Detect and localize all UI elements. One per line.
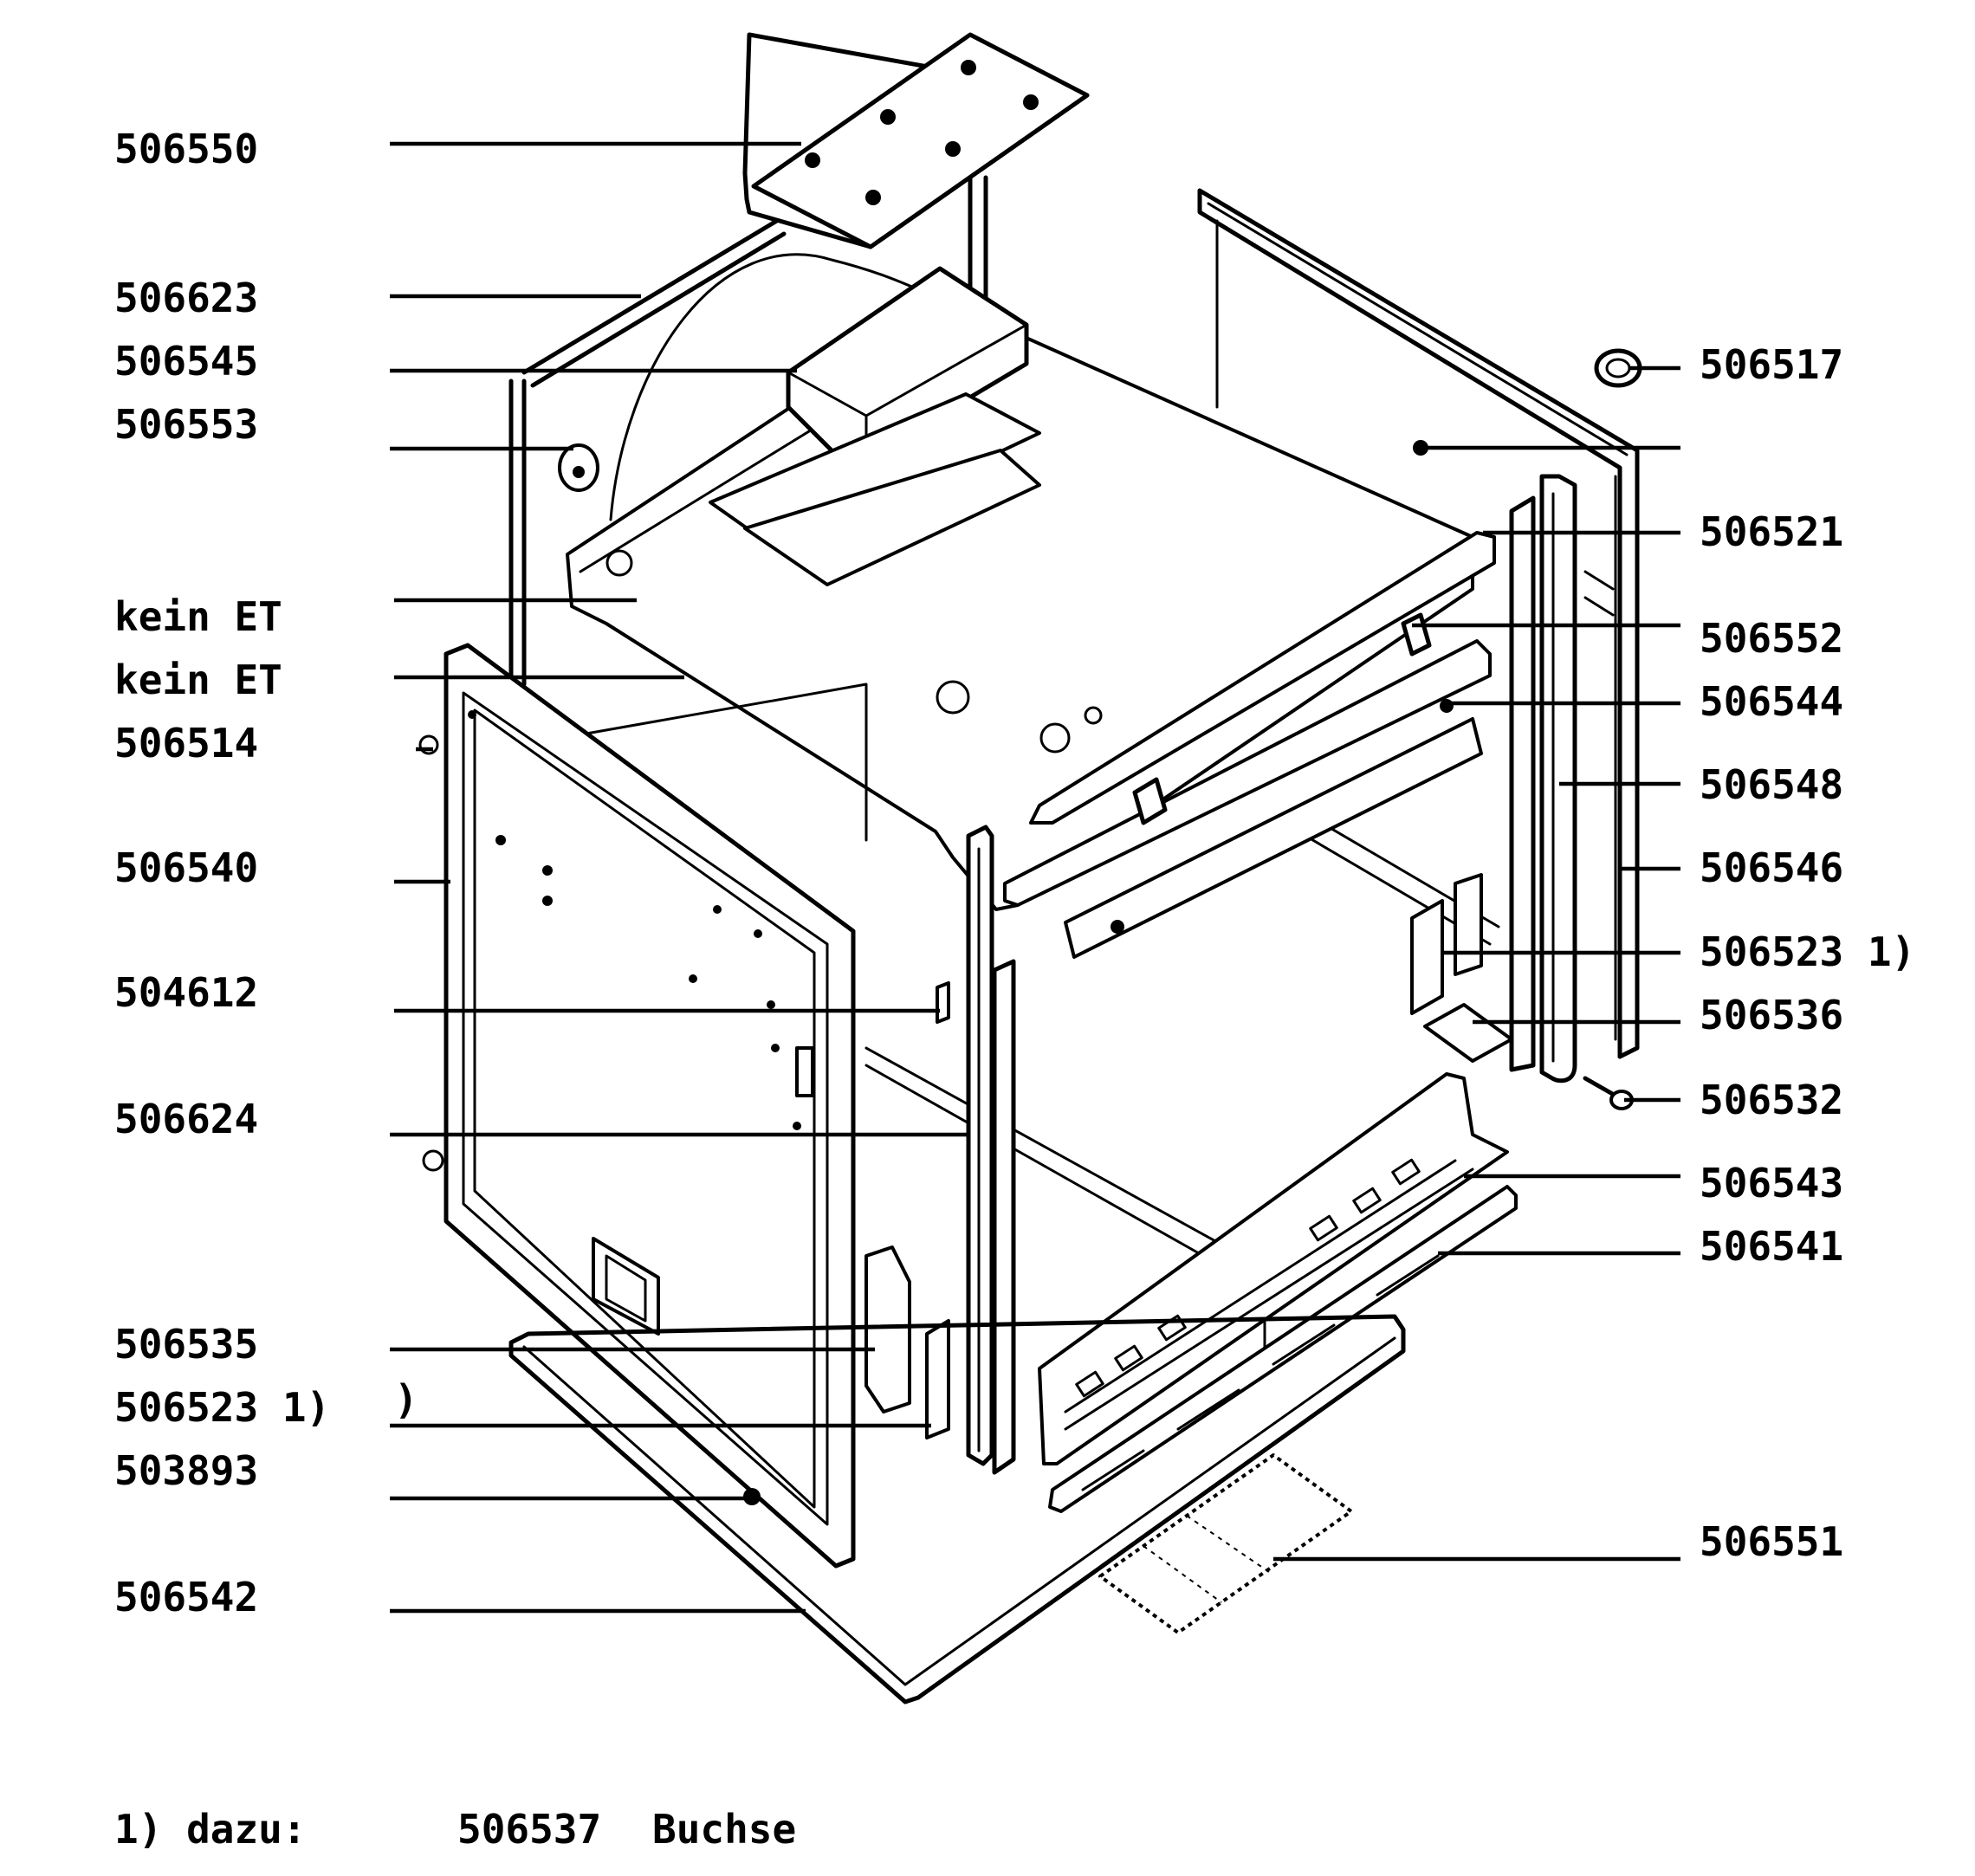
label-506532: 506532 [1700, 1077, 1843, 1123]
footnote-marker: 1) dazu: [114, 1806, 307, 1853]
leader-lines [390, 141, 1680, 1614]
label-506553: 506553 [114, 401, 258, 448]
labels-left: 506550 506623 506545 506553 kein ET kein… [114, 126, 418, 1620]
label-506535: 506535 [114, 1321, 258, 1368]
top-cavity-panel [566, 301, 1474, 911]
label-506536: 506536 [1700, 992, 1843, 1038]
label-kein-et-2: kein ET [114, 657, 282, 703]
stray-paren-mark: ) [394, 1376, 418, 1423]
oven-cavity-drawing [418, 32, 1642, 1705]
label-506523-left: 506523 1) [114, 1384, 330, 1431]
footnote: 1) dazu: 506537 Buchse [114, 1806, 796, 1853]
label-506623: 506623 [114, 275, 258, 321]
label-506624: 506624 [114, 1096, 258, 1142]
label-506543: 506543 [1700, 1160, 1843, 1206]
label-506541: 506541 [1700, 1223, 1843, 1270]
label-506545: 506545 [114, 338, 258, 385]
label-506550: 506550 [114, 126, 258, 172]
label-504612: 504612 [114, 969, 258, 1016]
label-506514: 506514 [114, 720, 258, 767]
upper-right-rail [1029, 531, 1496, 825]
footnote-part-number: 506537 [457, 1806, 601, 1853]
label-506546: 506546 [1700, 844, 1843, 891]
label-506542: 506542 [114, 1574, 258, 1620]
label-506523-right: 506523 1) [1700, 928, 1915, 975]
label-506517: 506517 [1700, 341, 1843, 388]
label-506521: 506521 [1700, 508, 1843, 555]
label-506551: 506551 [1700, 1518, 1843, 1565]
bottom-right-rails [1038, 1072, 1509, 1465]
label-503893: 503893 [114, 1447, 258, 1494]
label-506548: 506548 [1700, 761, 1843, 808]
labels-right: 506517 506521 506552 506544 506548 50654… [1700, 341, 1915, 1565]
footnote-part-name: Buchse [652, 1806, 796, 1853]
label-506544: 506544 [1700, 678, 1843, 725]
label-506540: 506540 [114, 844, 258, 891]
front-left-frame [444, 643, 856, 1569]
label-506552: 506552 [1700, 615, 1843, 662]
label-kein-et-1: kein ET [114, 593, 282, 640]
